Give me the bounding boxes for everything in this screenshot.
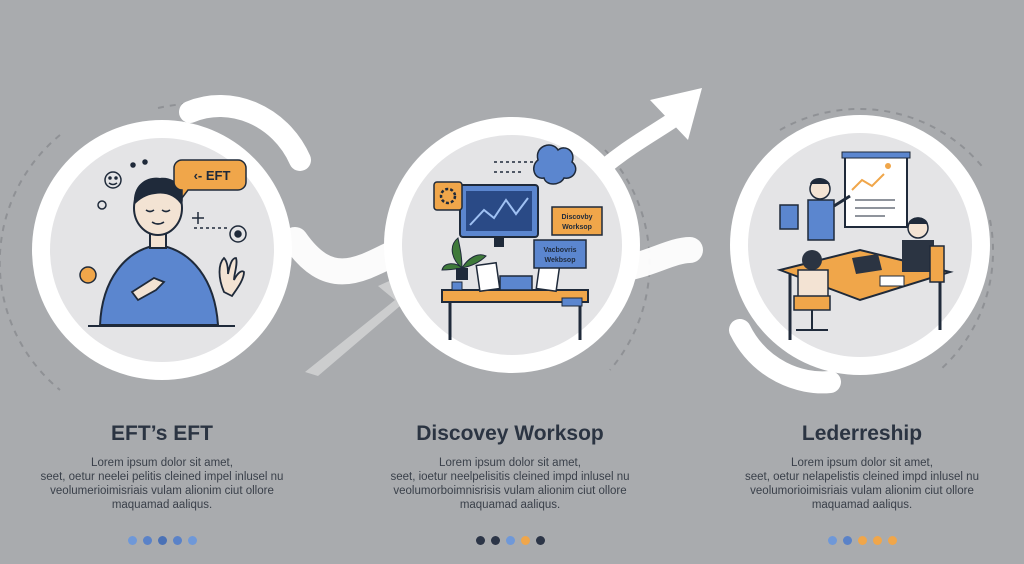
eft-speech-bubble: ‹- EFT [173,159,247,201]
pagination-dot[interactable] [505,536,515,545]
panel-1-pagination-dots [12,532,312,550]
panel-1-desc-line: Lorem ipsum dolor sit amet, [91,457,233,469]
panel-2-title: Discovey Worksop [416,422,604,445]
dot-node-icon [97,200,107,210]
gear-icon [433,181,463,211]
pagination-dot[interactable] [172,536,182,545]
cloud-icon [533,144,577,185]
sticky-note-bottom: Vacbovris Wekbsop [533,239,587,269]
pagination-dot[interactable] [872,536,882,545]
panel-2-desc-line: seet, ioetur neelpelisitis cleined impd … [390,471,630,483]
pagination-dot[interactable] [142,536,152,545]
panel-1-description: Lorem ipsum dolor sit amet, seet, oetur … [12,456,312,512]
pagination-dot[interactable] [520,536,530,545]
panel-3-title: Lederreship [801,422,923,445]
orange-badge-icon [79,266,97,284]
pagination-dot[interactable] [827,536,837,545]
panel-1-desc-line: veolumerioimisriais vulam alionim ciut o… [50,485,274,497]
arrow-head-icon [650,88,702,140]
panel-2-description: Lorem ipsum dolor sit amet, seet, ioetur… [360,456,660,512]
workshop-illustration [433,144,589,340]
panel-3-description: Lorem ipsum dolor sit amet, seet, oetur … [712,456,1012,512]
pagination-dot[interactable] [475,536,485,545]
sticky-note-text: Vacbovris [543,247,576,254]
panel-3-pagination-dots [712,532,1012,550]
panel-2-desc-line: veolumorboimnisrisis vulam alionim ciut … [393,485,627,497]
laptop [499,275,533,291]
panel-3-desc-line: Lorem ipsum dolor sit amet, [791,457,933,469]
pagination-dot[interactable] [187,536,197,545]
panel-2-desc-line: maquamad aaliqus. [459,499,561,511]
floating-icons [79,159,247,284]
panel-1-desc-line: maquamad aaliqus. [111,499,213,511]
panel-3-desc-line: seet, oetur nelapelistis cleined impd in… [745,471,979,483]
pagination-dot[interactable] [127,536,137,545]
pagination-dot[interactable] [535,536,545,545]
pagination-dot[interactable] [842,536,852,545]
panel-3-desc-line: veolumorioimisriais vulam alionim ciut o… [750,485,974,497]
panel-3-desc-line: maquamad aaliqus. [811,499,913,511]
panel-1-title: EFT’s EFT [111,422,213,445]
smiley-icon [104,171,122,189]
pagination-dot[interactable] [490,536,500,545]
sticky-note-text: Wekbsop [545,257,576,264]
sticky-note-top: Discovby Worksop [551,206,603,236]
plus-icon [192,212,204,224]
pagination-dot[interactable] [887,536,897,545]
leadership-illustration [776,151,954,340]
pagination-dot[interactable] [157,536,167,545]
eft-badge-label: ‹- EFT [194,168,231,183]
sticky-note-text: Discovby [561,214,592,221]
pagination-dot[interactable] [857,536,867,545]
panel-2-circle [384,117,640,373]
eft-person-illustration [88,177,245,327]
target-icon [229,225,247,243]
panel-1-desc-line: seet, oetur neelei pelitis cleined impel… [40,471,284,483]
panel-2-pagination-dots [360,532,660,550]
panel-2-desc-line: Lorem ipsum dolor sit amet, [439,457,581,469]
sticky-note-text: Worksop [562,224,592,231]
